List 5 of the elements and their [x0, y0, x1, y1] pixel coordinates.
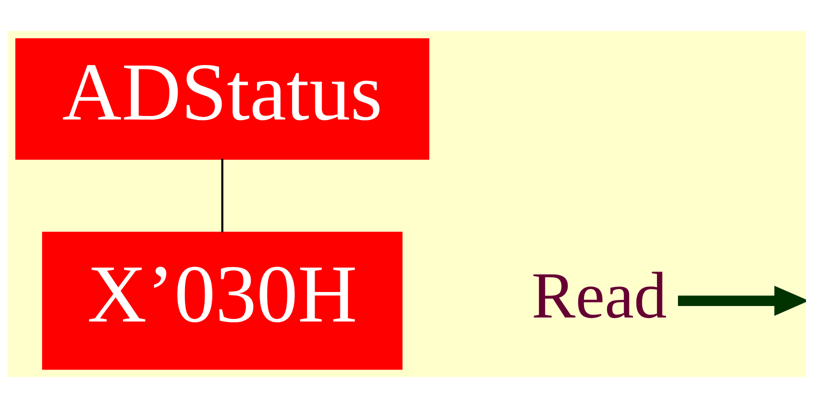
arrow: [678, 286, 806, 316]
node-box: ADStatus: [15, 38, 430, 160]
connector: [221, 158, 224, 232]
node-box: X’030H: [42, 232, 402, 370]
node-text: Read: [532, 259, 667, 332]
